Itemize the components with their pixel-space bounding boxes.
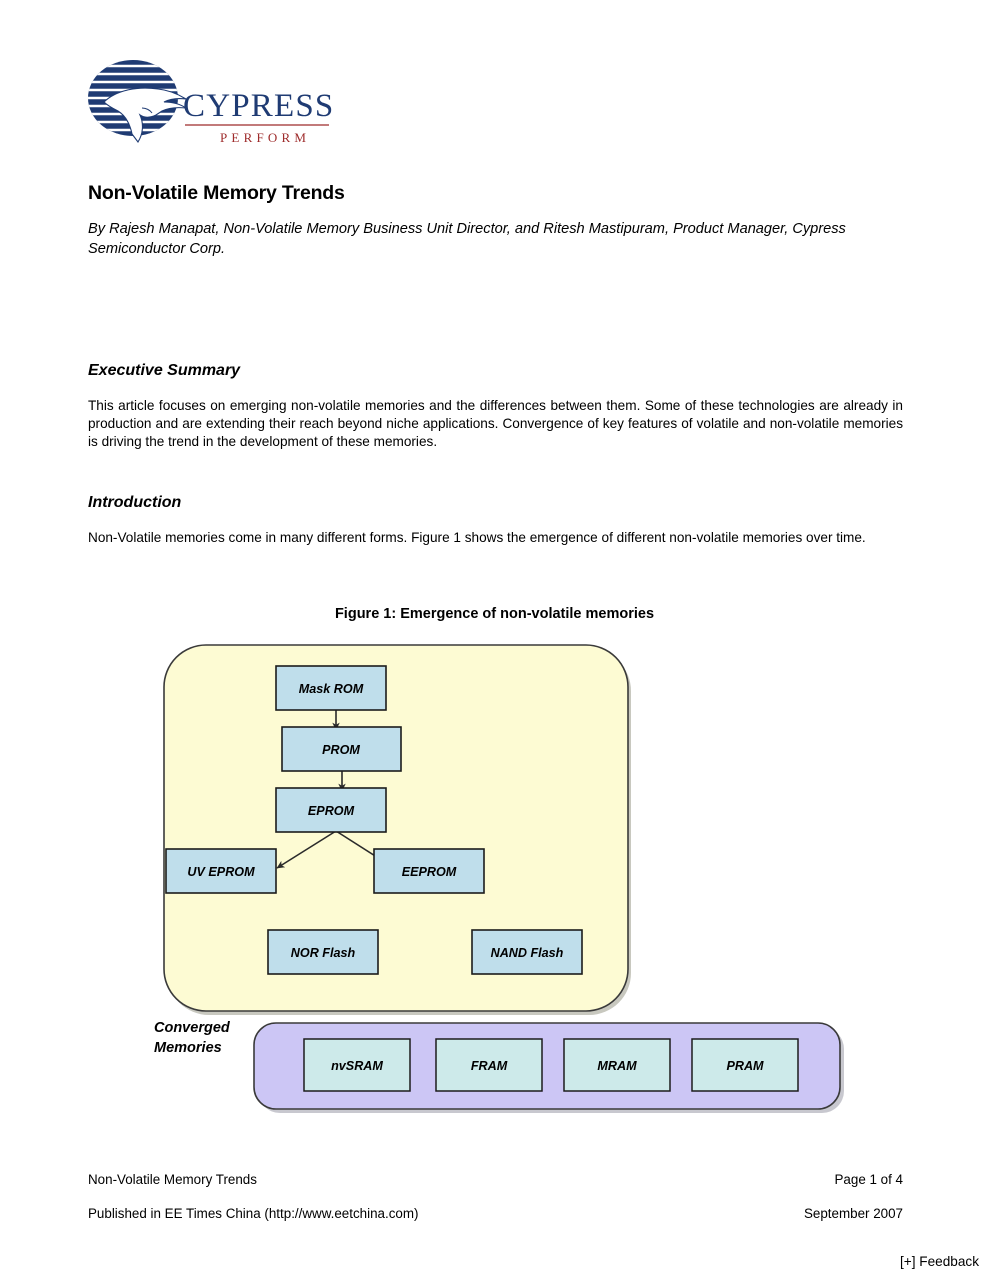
node-label: Mask ROM bbox=[299, 682, 364, 696]
node-prom: PROM bbox=[281, 726, 402, 772]
edge-eprom-uveprom bbox=[276, 830, 337, 869]
node-pram: PRAM bbox=[691, 1038, 799, 1092]
node-mram: MRAM bbox=[563, 1038, 671, 1092]
node-uv-eprom: UV EPROM bbox=[165, 848, 277, 894]
node-label: MRAM bbox=[597, 1059, 637, 1073]
footer-doc-name: Non-Volatile Memory Trends bbox=[88, 1172, 257, 1187]
node-label: PROM bbox=[322, 743, 360, 757]
page-title: Non-Volatile Memory Trends bbox=[88, 182, 345, 204]
converged-label-line1: Converged bbox=[154, 1020, 231, 1036]
section-body-introduction: Non-Volatile memories come in many diffe… bbox=[88, 530, 866, 545]
node-label: nvSRAM bbox=[331, 1059, 383, 1073]
node-label: PRAM bbox=[726, 1059, 764, 1073]
node-label: UV EPROM bbox=[187, 865, 255, 879]
converged-label-line2: Memories bbox=[154, 1040, 222, 1056]
bird-icon bbox=[103, 87, 187, 143]
figure-1-diagram: Mask ROM PROM EPROM UV EPROM EEPROM bbox=[140, 640, 860, 1115]
logo-tagline: PERFORM bbox=[220, 130, 310, 145]
node-fram: FRAM bbox=[435, 1038, 543, 1092]
figure-caption: Figure 1: Emergence of non-volatile memo… bbox=[334, 606, 655, 622]
footer-date: September 2007 bbox=[803, 1206, 903, 1221]
footer-page-number: Page 1 of 4 bbox=[834, 1172, 904, 1187]
byline: By Rajesh Manapat, Non-Volatile Memory B… bbox=[88, 221, 846, 257]
node-label: EPROM bbox=[308, 804, 355, 818]
node-mask-rom: Mask ROM bbox=[275, 665, 387, 711]
legacy-memories-container bbox=[163, 644, 629, 1012]
cypress-logo: CYPRESS PERFORM bbox=[86, 58, 336, 168]
node-label: NAND Flash bbox=[491, 946, 564, 960]
node-label: NOR Flash bbox=[291, 946, 356, 960]
converged-memories-label: Converged Memories bbox=[154, 1020, 231, 1056]
footer-row-1: Non-Volatile Memory Trends Page 1 of 4 bbox=[88, 1172, 903, 1187]
node-eeprom: EEPROM bbox=[373, 848, 485, 894]
section-heading-introduction: Introduction bbox=[88, 494, 182, 511]
node-nor-flash: NOR Flash bbox=[267, 929, 379, 975]
logo-wordmark: CYPRESS bbox=[183, 88, 334, 124]
section-heading-executive-summary: Executive Summary bbox=[88, 362, 241, 379]
footer-row-2: Published in EE Times China (http://www.… bbox=[88, 1206, 903, 1221]
node-label: EEPROM bbox=[402, 865, 457, 879]
feedback-link[interactable]: [+] Feedback bbox=[900, 1254, 979, 1269]
node-eprom: EPROM bbox=[275, 787, 387, 833]
node-nvsram: nvSRAM bbox=[303, 1038, 411, 1092]
node-nand-flash: NAND Flash bbox=[471, 929, 583, 975]
node-label: FRAM bbox=[471, 1059, 508, 1073]
footer-published: Published in EE Times China (http://www.… bbox=[88, 1206, 419, 1221]
section-body-executive-summary: This article focuses on emerging non-vol… bbox=[88, 398, 903, 450]
